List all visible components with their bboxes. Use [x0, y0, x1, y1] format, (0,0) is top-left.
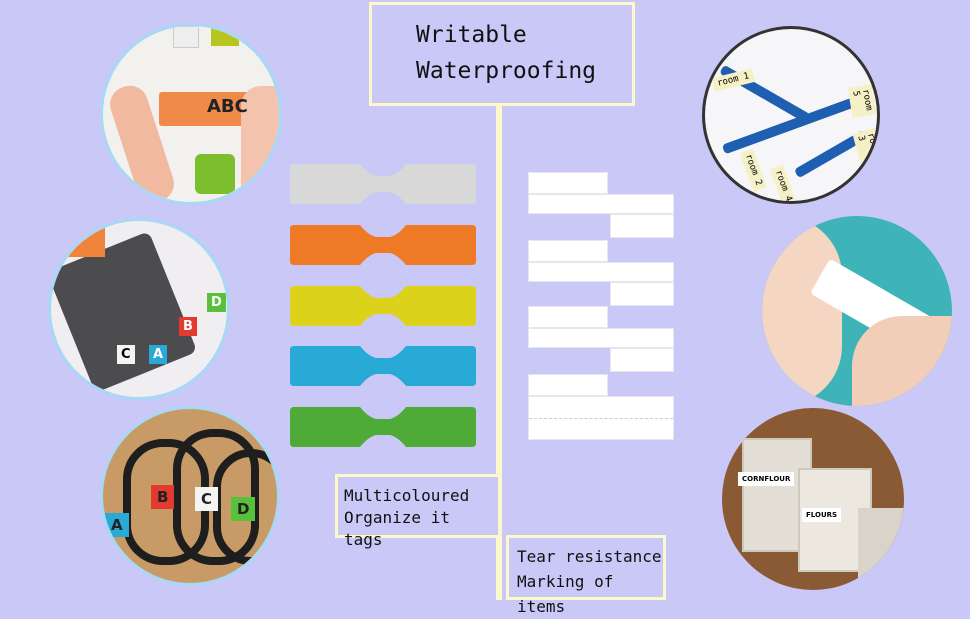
tag-orange	[290, 225, 476, 265]
tag-yellow	[290, 286, 476, 326]
tag-green	[290, 407, 476, 447]
white-label	[528, 306, 608, 328]
white-label	[528, 328, 674, 348]
jar-label-cornflour: CORNFLOUR	[738, 472, 795, 486]
white-label	[528, 262, 674, 282]
white-label	[528, 374, 608, 396]
tag-blue	[290, 346, 476, 386]
photo-storage-jars: CORNFLOUR FLOURS	[722, 408, 904, 590]
bundle-label-d: D	[231, 497, 256, 521]
white-label	[610, 348, 674, 372]
photo-network-cables: room 1 room 5 room 2 room 4 room 3	[702, 26, 880, 204]
strip-label-c: C	[117, 345, 135, 364]
feature-waterproofing: Waterproofing	[416, 58, 597, 84]
strip-label-b: B	[179, 317, 197, 336]
white-label	[528, 396, 674, 440]
tag-grey	[290, 164, 476, 204]
cable-label-room5: room 5	[847, 84, 877, 118]
feature-box-left: Multicoloured Organize it tags	[335, 474, 501, 549]
connector-vertical	[496, 102, 502, 600]
white-label-sheet	[528, 172, 676, 440]
feature-tear-resistance: Tear resistance	[517, 547, 662, 566]
cable-label-room2: room 2	[739, 148, 767, 192]
feature-multicoloured: Multicoloured	[344, 486, 470, 505]
feature-box-top: Writable Waterproofing	[369, 2, 635, 106]
white-label	[610, 282, 674, 306]
feature-organize: Organize it tags	[344, 508, 450, 549]
white-label	[528, 194, 674, 214]
jar-label-flours: FLOURS	[802, 508, 842, 522]
white-label	[610, 214, 674, 238]
photo-cable-bundles: A B C D	[100, 406, 280, 586]
bundle-label-b: B	[151, 485, 175, 509]
white-label	[528, 172, 608, 194]
feature-marking: Marking of items	[517, 572, 614, 616]
photo-peeling-label	[762, 216, 952, 406]
feature-writable: Writable	[416, 22, 527, 48]
feature-box-bottom: Tear resistance Marking of items	[506, 535, 666, 616]
cable-label-room4: room 4	[769, 164, 797, 201]
bundle-label-c: C	[195, 487, 219, 511]
white-label	[528, 240, 608, 262]
bundle-label-a: A	[105, 513, 129, 537]
label-letters: ABC	[207, 96, 248, 117]
photo-power-strip: C A B D	[48, 218, 230, 400]
strip-label-d: D	[207, 293, 226, 312]
photo-hand-writing-label: ABC	[100, 23, 282, 205]
strip-label-a: A	[149, 345, 168, 364]
cable-label-room3: room 3	[852, 127, 877, 163]
